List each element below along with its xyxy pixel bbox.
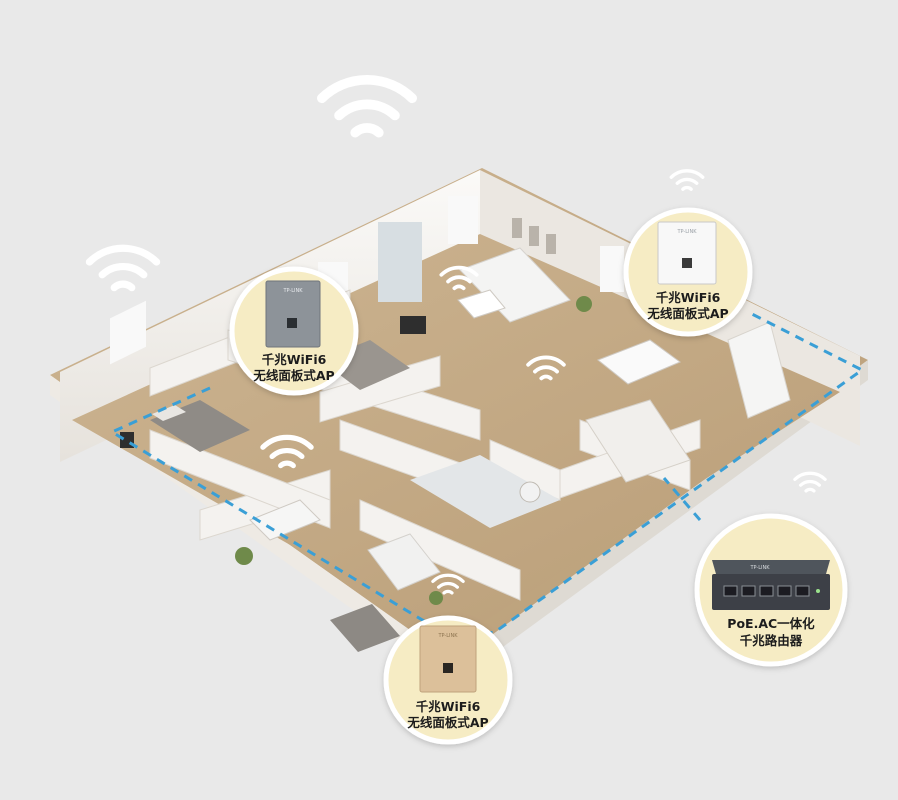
router-label-line1: PoE.AC一体化	[727, 616, 815, 631]
wifi-signal-icon	[322, 80, 412, 133]
fridge	[727, 321, 791, 419]
ap-gold-label-line2: 无线面板式AP	[406, 715, 488, 730]
dining-table	[597, 339, 682, 385]
tv	[400, 316, 426, 334]
wall-panel-ap-icon: TP-LINK	[419, 625, 477, 693]
ap-silver-label-line1: 千兆WiFi6	[262, 352, 327, 367]
callout-ap-gold: TP-LINK 千兆WiFi6 无线面板式AP	[383, 615, 513, 745]
window	[600, 246, 624, 292]
wifi-signal-icon	[793, 471, 827, 493]
router-brand-text: TP-LINK	[749, 565, 770, 571]
wifi-signal-icon	[89, 248, 156, 287]
window	[110, 300, 146, 365]
wall-frame	[512, 218, 522, 238]
furniture	[120, 247, 791, 652]
window	[448, 196, 478, 244]
wifi-signal-icon	[669, 169, 705, 191]
ap-white-label-line1: 千兆WiFi6	[656, 290, 721, 305]
ap-silver-label-line2: 无线面板式AP	[252, 368, 334, 383]
washing-machine	[519, 481, 541, 503]
desk	[249, 499, 321, 541]
sofa	[367, 533, 441, 591]
router-label-line2: 千兆路由器	[740, 633, 803, 648]
door-glass	[378, 222, 422, 302]
wall-panel-ap-icon: TP-LINK	[657, 221, 717, 285]
wall-frame	[529, 226, 539, 246]
plant	[429, 591, 443, 605]
bathroom-floor	[410, 455, 560, 528]
plant	[576, 296, 592, 312]
router-icon: TP-LINK	[712, 560, 830, 610]
callout-ap-white: TP-LINK 千兆WiFi6 无线面板式AP	[623, 207, 753, 337]
plant	[235, 547, 253, 565]
callout-ap-silver: TP-LINK 千兆WiFi6 无线面板式AP	[229, 266, 359, 396]
kitchen-counter	[585, 399, 691, 483]
wall-panel-ap-icon: TP-LINK	[265, 280, 321, 348]
ap-white-label-line2: 无线面板式AP	[646, 306, 728, 321]
link-silver-ap	[108, 386, 453, 640]
callout-router: TP-LINK PoE.AC一体化 千兆路由器	[694, 513, 848, 667]
coffee-table	[457, 289, 506, 319]
wall-frame	[546, 234, 556, 254]
ap-brand-text: TP-LINK	[676, 229, 697, 235]
ap-brand-text: TP-LINK	[282, 288, 303, 294]
bed-pillow	[152, 405, 186, 421]
bed	[330, 604, 400, 652]
ap-brand-text: TP-LINK	[437, 633, 458, 639]
ap-gold-label-line1: 千兆WiFi6	[416, 699, 481, 714]
